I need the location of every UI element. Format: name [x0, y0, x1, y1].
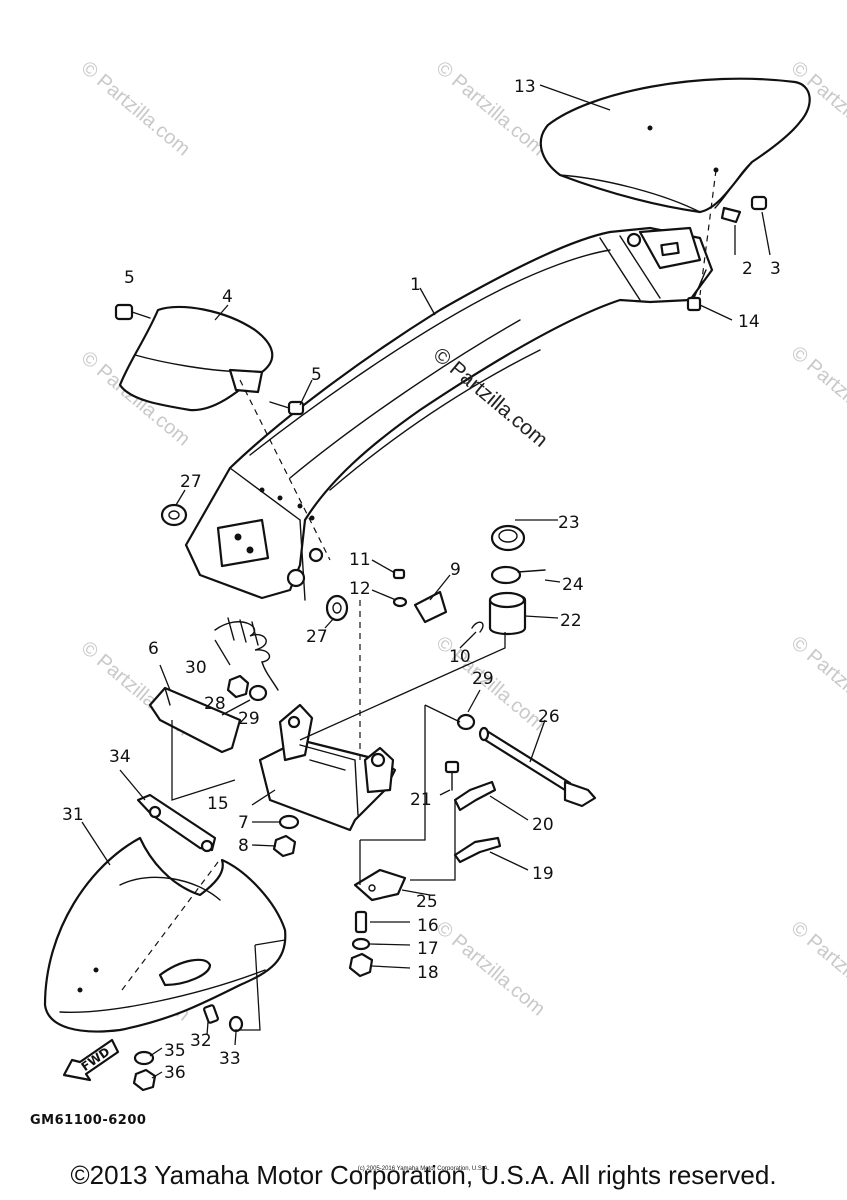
callout-1: 1	[410, 275, 421, 295]
part-1-main-bracket	[184, 226, 714, 601]
callout-14: 14	[738, 312, 760, 332]
callout-3: 3	[770, 259, 781, 279]
part-34-stay	[136, 793, 217, 853]
watermark: © Partzilla.com	[787, 342, 847, 445]
callout-22: 22	[560, 611, 582, 631]
callout-7: 7	[238, 813, 249, 833]
part-25-plate	[353, 868, 407, 902]
callout-34: 34	[109, 747, 131, 767]
callout-5-upper: 5	[124, 268, 135, 288]
watermark: © Partzilla.com	[77, 57, 194, 160]
part-7-washer	[278, 814, 300, 830]
part-8-nut	[272, 834, 297, 858]
callout-18: 18	[417, 963, 439, 983]
part-18-nut	[348, 952, 374, 978]
part-12-washer	[392, 596, 408, 608]
part-32-screw	[203, 1004, 219, 1024]
callout-10: 10	[449, 647, 471, 667]
callout-29-lower: 29	[238, 709, 260, 729]
part-27-grommet-left	[160, 503, 188, 527]
part-19-bracket	[453, 836, 502, 864]
fwd-label: FWD	[79, 1044, 113, 1073]
callout-26: 26	[538, 707, 560, 727]
part-33-grommet	[228, 1015, 244, 1033]
callout-6: 6	[148, 639, 159, 659]
watermark: © Partzilla.com	[432, 917, 549, 1020]
callout-21: 21	[410, 790, 432, 810]
part-22-holder	[488, 591, 527, 636]
part-27-grommet-right	[325, 594, 349, 622]
part-14-bolt	[686, 269, 707, 312]
callout-labels: 13 1 2 3 14 4 5 5 27 23 11 9 24 12 22 27…	[62, 77, 781, 1083]
callout-31: 31	[62, 805, 84, 825]
callout-17: 17	[417, 939, 439, 959]
part-2-stay	[720, 206, 742, 224]
callout-27-upper: 27	[180, 472, 202, 492]
callout-2: 2	[742, 259, 753, 279]
part-30-spring	[214, 617, 279, 691]
part-24-band	[490, 565, 546, 585]
part-35-washer	[133, 1050, 155, 1066]
part-29-washer-left	[248, 684, 268, 702]
callout-23: 23	[558, 513, 580, 533]
callout-20: 20	[532, 815, 554, 835]
small-copyright: (c) 2005-2016 Yamaha Motor Corporation, …	[357, 1166, 490, 1172]
callout-16: 16	[417, 916, 439, 936]
part-15-base	[258, 703, 397, 832]
callout-9: 9	[450, 560, 461, 580]
copyright-notice: ©2013 Yamaha Motor Corporation, U.S.A. A…	[70, 1160, 777, 1190]
part-6-bracket	[148, 686, 242, 754]
watermark: © Partzilla.com	[787, 632, 847, 735]
part-36-nut	[132, 1068, 157, 1092]
leader-lines	[81, 84, 771, 1079]
part-21-bolt	[444, 760, 460, 791]
callout-8: 8	[238, 836, 249, 856]
callout-15: 15	[207, 794, 229, 814]
callout-25: 25	[416, 892, 438, 912]
part-16-stud	[354, 910, 368, 934]
callout-28: 28	[204, 694, 226, 714]
watermark: © Partzilla.com	[787, 917, 847, 1020]
part-26-long-bolt	[478, 726, 597, 808]
callout-12: 12	[349, 579, 371, 599]
part-10-pin	[471, 621, 484, 633]
watermark: © Partzilla.com	[432, 57, 549, 160]
callout-27-lower: 27	[306, 627, 328, 647]
diagram-code: GM61100-6200	[30, 1113, 147, 1128]
callout-30: 30	[185, 658, 207, 678]
fwd-arrow-icon: FWD	[62, 1038, 120, 1082]
callout-11: 11	[349, 550, 371, 570]
part-31-hood	[43, 836, 287, 1033]
callout-36: 36	[164, 1063, 186, 1083]
callout-4: 4	[222, 287, 233, 307]
callout-29-upper: 29	[472, 669, 494, 689]
part-9-clip	[413, 590, 448, 624]
part-20-bracket	[453, 780, 497, 812]
part-17-washer	[351, 937, 371, 951]
callout-24: 24	[562, 575, 584, 595]
callout-33: 33	[219, 1049, 241, 1069]
callout-19: 19	[532, 864, 554, 884]
callout-35: 35	[164, 1041, 186, 1061]
part-5-bolt-upper	[114, 303, 151, 321]
part-4-front-cover	[118, 305, 274, 412]
part-29-washer-right	[456, 713, 476, 731]
part-5-bolt-lower	[269, 400, 305, 416]
part-23-cap	[490, 524, 526, 552]
callout-13: 13	[514, 77, 536, 97]
callout-32: 32	[190, 1031, 212, 1051]
part-13-seat	[539, 77, 811, 214]
part-3-bolt	[750, 195, 768, 211]
callout-5-lower: 5	[311, 365, 322, 385]
part-11-screw	[392, 568, 406, 580]
part-28-nut	[226, 674, 250, 699]
